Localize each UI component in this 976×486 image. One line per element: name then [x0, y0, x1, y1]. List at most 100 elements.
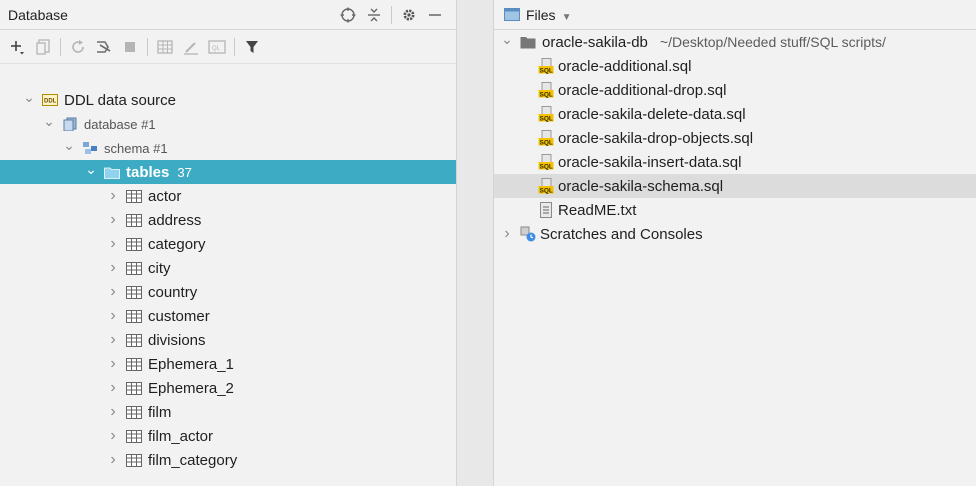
query-console-icon[interactable]: QL [204, 35, 230, 59]
tree-node[interactable]: ⌄ DDL DDL data source [0, 88, 456, 112]
files-view-selector[interactable]: Files▼ [526, 7, 571, 23]
schema-icon [82, 141, 98, 155]
table-row[interactable]: › address [0, 208, 456, 232]
toolbar-divider [147, 37, 148, 56]
table-row[interactable]: ›city [0, 256, 456, 280]
folder-icon [504, 8, 520, 21]
database-panel-title: Database [8, 6, 68, 23]
tree-node-label: Ephemera_2 [148, 379, 234, 397]
svg-text:SQL: SQL [540, 140, 553, 147]
table-icon [126, 357, 142, 371]
sql-file-icon: SQL [538, 82, 554, 99]
table-row[interactable]: ›film_actor [0, 424, 456, 448]
table-row[interactable]: › Ephemera_1 [0, 352, 456, 376]
chevron-right-icon[interactable]: › [110, 451, 116, 468]
chevron-right-icon[interactable]: › [110, 259, 116, 276]
table-row[interactable]: › category [0, 232, 456, 256]
table-icon [126, 429, 142, 443]
tree-node-label: address [148, 211, 202, 229]
table-row[interactable]: ›film_category [0, 448, 456, 472]
database-panel: Database [0, 0, 456, 486]
closed-folder-icon [520, 35, 536, 49]
ddl-icon: DDL [42, 93, 58, 107]
files-panel-title: Files [526, 6, 556, 23]
project-root-folder[interactable]: ⌄oracle-sakila-db~/Desktop/Needed stuff/… [494, 30, 976, 54]
chevron-right-icon[interactable]: › [110, 187, 116, 204]
sql-file-icon: SQL [538, 178, 554, 195]
database-panel-header: Database [0, 0, 456, 30]
chevron-right-icon[interactable]: › [110, 427, 116, 444]
tree-node-label: DDL data source [64, 91, 177, 109]
folder-path: ~/Desktop/Needed stuff/SQL scripts/ [659, 34, 886, 50]
chevron-right-icon[interactable]: › [110, 355, 116, 372]
stop-icon[interactable] [117, 35, 143, 59]
chevron-right-icon[interactable]: › [110, 403, 116, 420]
toolbar-divider [234, 37, 235, 56]
tree-node[interactable]: ⌄ database #1 [0, 112, 456, 136]
table-icon [126, 285, 142, 299]
scratches-label: Scratches and Consoles [540, 225, 703, 243]
table-icon [126, 405, 142, 419]
add-icon[interactable] [4, 35, 30, 59]
tree-node-label: category [148, 235, 206, 253]
chevron-down-icon[interactable]: ⌄ [63, 136, 75, 153]
header-divider [391, 5, 392, 24]
scratches-node[interactable]: › Scratches and Consoles [494, 222, 976, 246]
tree-node-label: film [148, 403, 172, 421]
svg-text:DDL: DDL [44, 99, 57, 105]
table-row[interactable]: ›actor [0, 184, 456, 208]
table-row[interactable]: › film [0, 400, 456, 424]
schema-sync-icon[interactable] [91, 35, 117, 59]
table-row[interactable]: › Ephemera_2 [0, 376, 456, 400]
locate-icon[interactable] [335, 4, 361, 26]
svg-text:SQL: SQL [540, 92, 553, 99]
chevron-right-icon[interactable]: › [110, 283, 116, 300]
sql-file-icon: SQL [538, 154, 554, 170]
table-editor-icon[interactable] [152, 35, 178, 59]
gear-icon[interactable] [396, 4, 422, 26]
chevron-right-icon[interactable]: › [110, 211, 116, 228]
duplicate-icon[interactable] [30, 35, 56, 59]
edit-icon[interactable] [178, 35, 204, 59]
svg-text:SQL: SQL [540, 188, 553, 195]
table-icon [126, 453, 142, 467]
collapse-all-icon[interactable] [361, 4, 387, 26]
table-row[interactable]: ›country [0, 280, 456, 304]
chevron-down-icon[interactable]: ⌄ [85, 160, 97, 177]
table-row[interactable]: ›customer [0, 304, 456, 328]
chevron-down-icon[interactable]: ⌄ [23, 88, 35, 105]
table-row[interactable]: ›divisions [0, 328, 456, 352]
files-panel: Files▼ ⌄oracle-sakila-db~/Desktop/Needed… [494, 0, 976, 486]
panel-splitter[interactable] [456, 0, 494, 486]
chevron-down-icon[interactable]: ⌄ [43, 112, 55, 129]
sql-file-icon: SQL [538, 130, 554, 147]
chevron-right-icon[interactable]: › [110, 331, 116, 348]
table-icon [126, 381, 142, 395]
tree-node-label: Ephemera_1 [148, 355, 234, 373]
chevron-right-icon[interactable]: › [110, 307, 116, 324]
table-icon [126, 237, 142, 251]
table-icon [126, 213, 142, 227]
svg-text:QL: QL [212, 46, 221, 52]
scratches-icon [520, 226, 536, 242]
chevron-down-icon[interactable]: ⌄ [501, 30, 513, 47]
database-icon [62, 117, 78, 131]
tree-node[interactable]: ⌄schema #1 [0, 136, 456, 160]
chevron-right-icon[interactable]: › [504, 225, 510, 242]
chevron-right-icon[interactable]: › [110, 235, 116, 252]
folder-icon [104, 165, 120, 179]
table-count-badge: 37 [177, 164, 192, 180]
refresh-icon[interactable] [65, 35, 91, 59]
tree-node-label: database #1 [84, 116, 156, 132]
file-item[interactable]: ReadME.txt [494, 198, 976, 222]
filter-icon[interactable] [239, 35, 265, 59]
chevron-right-icon[interactable]: › [110, 379, 116, 396]
minimize-icon[interactable] [422, 4, 448, 26]
